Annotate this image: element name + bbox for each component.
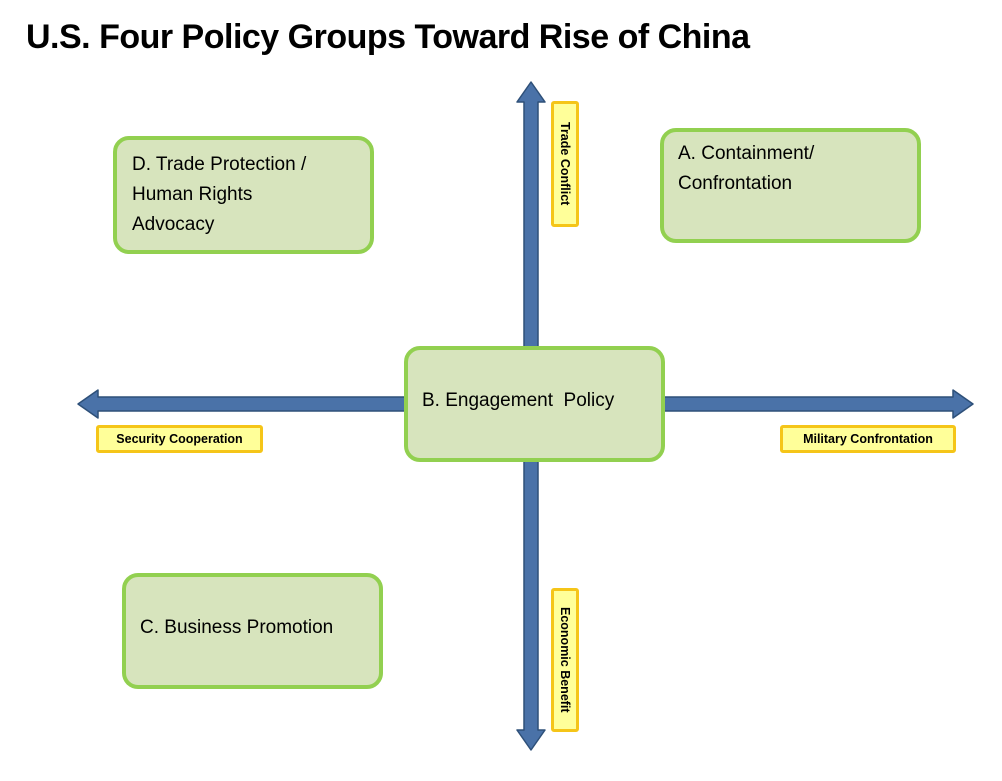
quadrant-d-line-1: D. Trade Protection / [132,154,307,175]
axis-label-left-text: Security Cooperation [116,432,243,446]
axis-label-security-cooperation: Security Cooperation [96,425,263,453]
quadrant-b-box: B. Engagement Policy [404,346,665,462]
quadrant-c-box: C. Business Promotion [122,573,383,689]
axis-label-top-text: Trade Conflict [558,122,572,206]
quadrant-a-box: A. Containment/ Confrontation [660,128,921,243]
quadrant-d-line-2: Human Rights [132,184,253,205]
quadrant-d-line-3: Advocacy [132,214,215,235]
axis-label-economic-benefit: Economic Benefit [551,588,579,732]
axis-label-right-text: Military Confrontation [803,432,933,446]
axis-label-trade-conflict: Trade Conflict [551,101,579,227]
quadrant-c-line-1: C. Business Promotion [140,617,334,638]
quadrant-d-box: D. Trade Protection / Human Rights Advoc… [113,136,374,254]
diagram-title: U.S. Four Policy Groups Toward Rise of C… [26,18,750,56]
axis-label-military-confrontation: Military Confrontation [780,425,956,453]
quadrant-a-line-1: A. Containment/ [678,143,815,164]
quadrant-b-line-1: B. Engagement Policy [422,390,615,411]
quadrant-a-line-2: Confrontation [678,173,793,194]
axis-label-bottom-text: Economic Benefit [558,607,572,713]
